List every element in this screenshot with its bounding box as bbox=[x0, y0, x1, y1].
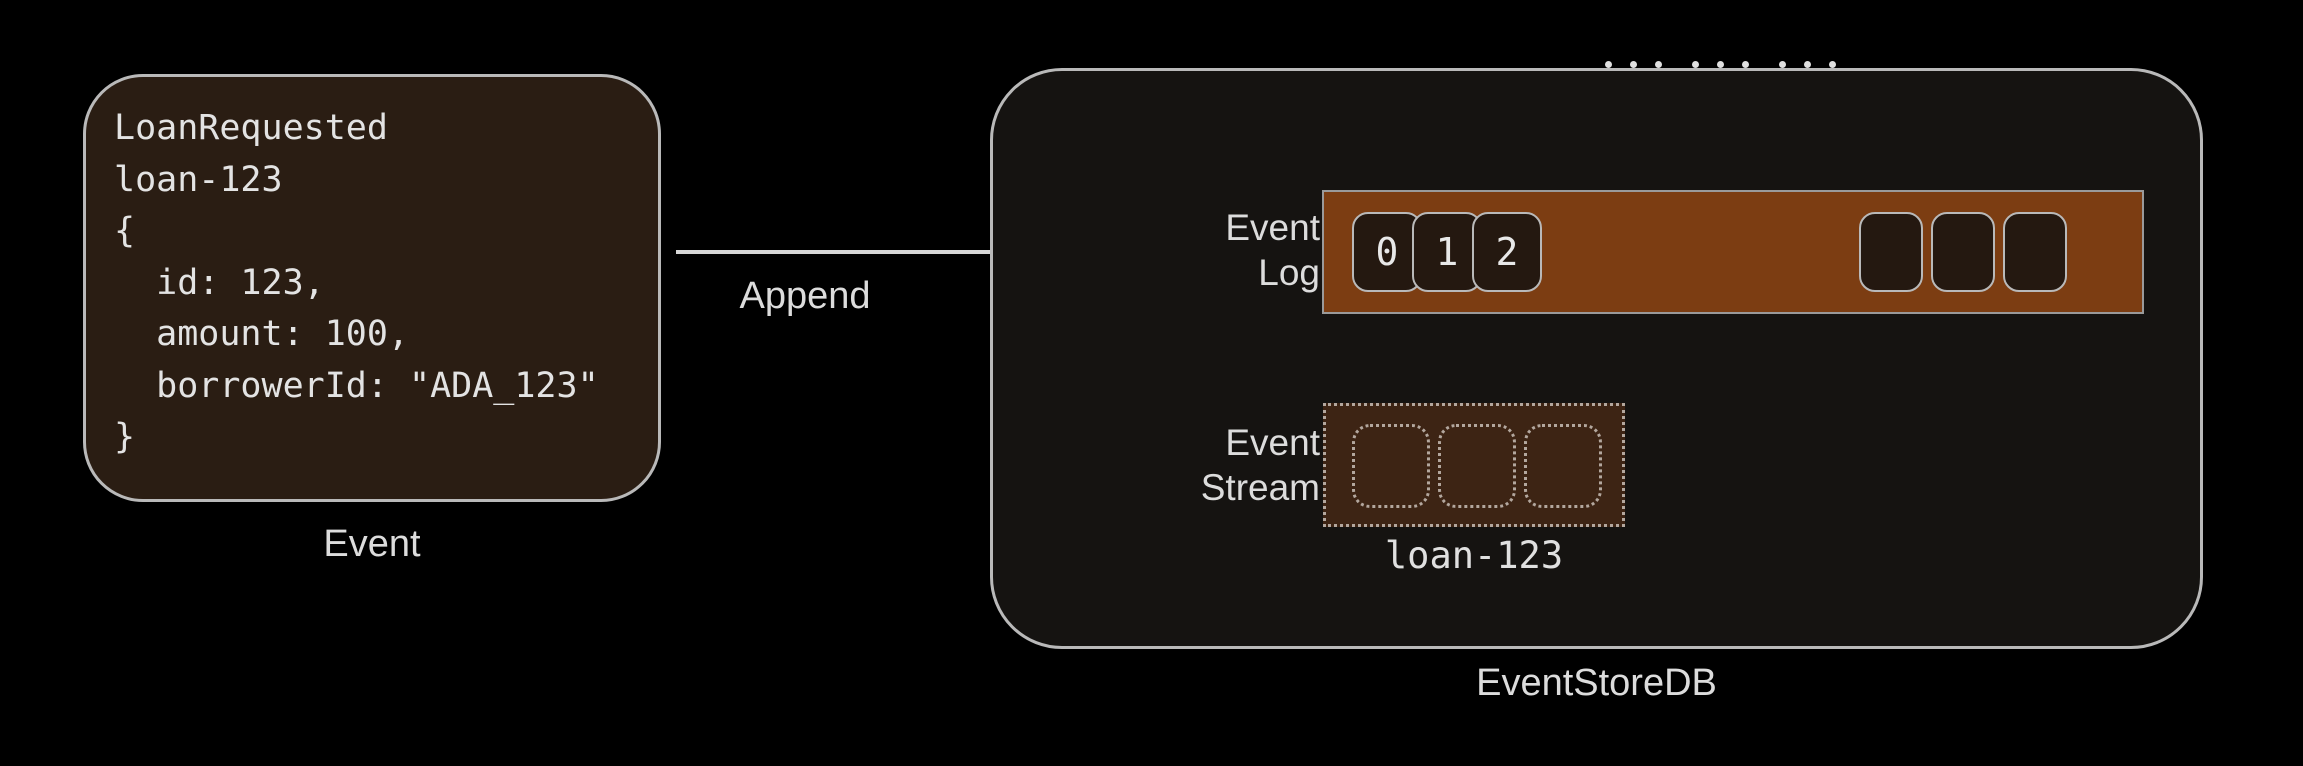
ellipsis-dot bbox=[1630, 60, 1637, 68]
event-card: LoanRequested loan-123 { id: 123, amount… bbox=[83, 74, 661, 502]
event-payload-code: LoanRequested loan-123 { id: 123, amount… bbox=[114, 108, 599, 457]
event-log-cell-empty bbox=[1931, 212, 1995, 292]
ellipsis-dot bbox=[1692, 60, 1699, 68]
event-log-ellipsis bbox=[1596, 52, 1836, 72]
ellipsis-dot bbox=[1717, 60, 1724, 68]
event-log-cell: 1 bbox=[1412, 212, 1482, 292]
eventstoredb-label: EventStoreDB bbox=[1476, 662, 1717, 704]
ellipsis-dot bbox=[1779, 60, 1786, 68]
ellipsis-dot bbox=[1829, 60, 1836, 68]
event-card-label: Event bbox=[323, 523, 421, 565]
event-log-cell-empty bbox=[1859, 212, 1923, 292]
event-stream-label-line2: Stream bbox=[1200, 467, 1320, 508]
ellipsis-dot bbox=[1605, 60, 1612, 68]
eventstoredb-container bbox=[990, 68, 2203, 649]
event-stream-name: loan-123 bbox=[1384, 534, 1564, 577]
ellipsis-dot bbox=[1655, 60, 1662, 68]
event-stream-box bbox=[1323, 403, 1625, 527]
event-log-label: Event Log bbox=[1020, 205, 1320, 295]
ellipsis-dot bbox=[1742, 60, 1749, 68]
event-stream-cell bbox=[1352, 424, 1430, 508]
event-log-cell: 2 bbox=[1472, 212, 1542, 292]
event-log-label-line2: Log bbox=[1258, 252, 1320, 293]
event-stream-label: Event Stream bbox=[1020, 420, 1320, 510]
ellipsis-dot bbox=[1804, 60, 1811, 68]
append-arrow-label: Append bbox=[739, 275, 871, 317]
event-stream-label-line1: Event bbox=[1225, 422, 1320, 463]
event-stream-cell bbox=[1524, 424, 1602, 508]
event-log-cell: 0 bbox=[1352, 212, 1422, 292]
event-log-label-line1: Event bbox=[1225, 207, 1320, 248]
event-stream-cell bbox=[1438, 424, 1516, 508]
event-log-cell-empty bbox=[2003, 212, 2067, 292]
